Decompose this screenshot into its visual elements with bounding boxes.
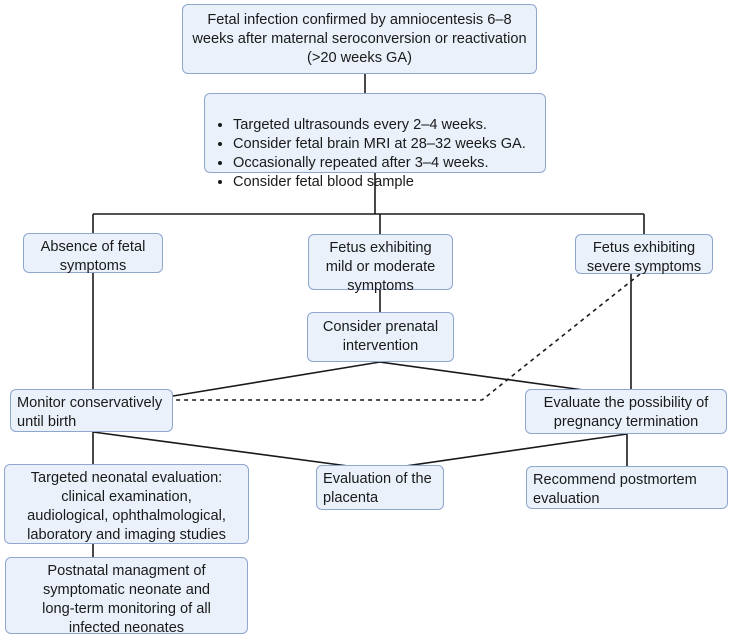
- node-fetal-infection-confirmed: Fetal infection confirmed by amniocentes…: [182, 4, 537, 74]
- monitoring-item: Consider fetal blood sample: [233, 173, 539, 192]
- node-absence-of-symptoms: Absence of fetal symptoms: [23, 233, 163, 274]
- node-postmortem-evaluation: Recommend postmortem evaluation: [526, 466, 728, 509]
- connector-conservative-to-placenta: [92, 431, 379, 471]
- node-severe-symptoms: Fetus exhibiting severe symptoms: [575, 234, 713, 275]
- node-monitor-conservatively: Monitor conservatively until birth: [10, 389, 173, 432]
- connector-termination-to-placenta: [377, 433, 628, 471]
- monitoring-item: Targeted ultrasounds every 2–4 weeks.: [233, 116, 539, 135]
- node-monitoring-list: Targeted ultrasounds every 2–4 weeks. Co…: [204, 93, 546, 190]
- node-pregnancy-termination: Evaluate the possibility of pregnancy te…: [525, 389, 727, 434]
- connector-prenatal-to-conservative: [172, 361, 381, 397]
- connector-dashed-severe-to-conservative: [173, 273, 641, 401]
- node-placenta-evaluation: Evaluation of the placenta: [316, 465, 444, 510]
- node-prenatal-intervention: Consider prenatal intervention: [307, 312, 454, 362]
- monitoring-item: Consider fetal brain MRI at 28–32 weeks …: [233, 135, 539, 154]
- node-mild-moderate-symptoms: Fetus exhibiting mild or moderate sympto…: [308, 234, 453, 294]
- monitoring-item: Occasionally repeated after 3–4 weeks.: [233, 154, 539, 173]
- node-postnatal-management: Postnatal managment of symptomatic neona…: [5, 557, 248, 636]
- node-neonatal-evaluation: Targeted neonatal evaluation: clinical e…: [4, 464, 249, 544]
- monitoring-list: Targeted ultrasounds every 2–4 weeks. Co…: [211, 116, 539, 192]
